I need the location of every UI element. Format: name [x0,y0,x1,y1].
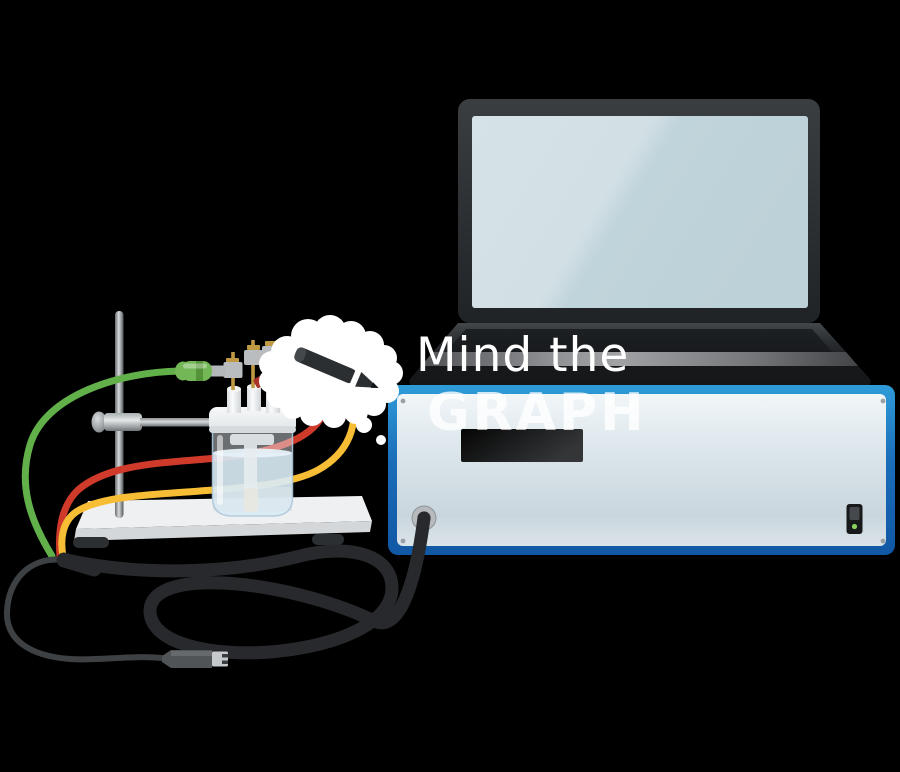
clamp-knob[interactable] [91,411,107,433]
laptop-front-edge [421,352,858,366]
laptop-screen [472,116,808,308]
thought-bubble-large [356,417,372,433]
clamp-body [104,413,142,431]
brain-pencil-logo [259,315,403,445]
clamp-arm [140,418,212,427]
watermark-text-line1: Mind the [416,328,630,383]
cell-lid-shadow [209,426,296,433]
pencil-icon [294,347,379,388]
potentiostat-box [388,385,895,555]
instrument-cable [59,511,431,660]
wire-green [21,367,184,560]
laptop [409,99,871,387]
cables [3,511,431,663]
usb-cable [3,556,165,663]
glass-highlight [217,435,223,505]
stand-clamp [91,411,212,433]
power-switch[interactable] [846,504,863,534]
green-alligator-clip [175,361,226,381]
usb-plug [162,650,228,668]
stand-foot-right [312,534,344,545]
thought-bubble-small [376,435,386,445]
cell-glass [211,429,294,517]
wire-yellow [58,394,358,560]
stand-plate-front [74,521,372,541]
watermark-text-line2: GRAPH [427,383,647,443]
panel-screws [400,398,886,544]
stand-foot-left [73,537,109,548]
cable-bundle-sleeve [56,552,102,577]
inner-electrode [230,434,274,512]
display-window [461,429,583,462]
power-led [851,523,858,530]
